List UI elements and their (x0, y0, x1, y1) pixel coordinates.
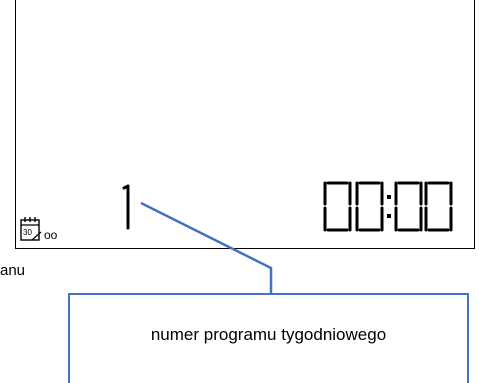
calendar-icon-number: 30 (23, 228, 32, 237)
time-digit-minute-units (424, 181, 453, 232)
time-digit-hour-tens (323, 181, 352, 232)
callout-label: numer programu tygodniowego (150, 325, 387, 344)
calendar-icon: 30 (20, 217, 42, 241)
time-digit-minute-tens (394, 181, 423, 232)
callout-box: numer programu tygodniowego (68, 293, 469, 383)
annotation-fragment-left: anu (0, 262, 26, 279)
indicator-label: oo (44, 228, 58, 242)
program-number-digit (122, 184, 130, 230)
time-display (323, 181, 453, 232)
time-digit-hour-units (355, 181, 384, 232)
time-colon (387, 195, 391, 218)
